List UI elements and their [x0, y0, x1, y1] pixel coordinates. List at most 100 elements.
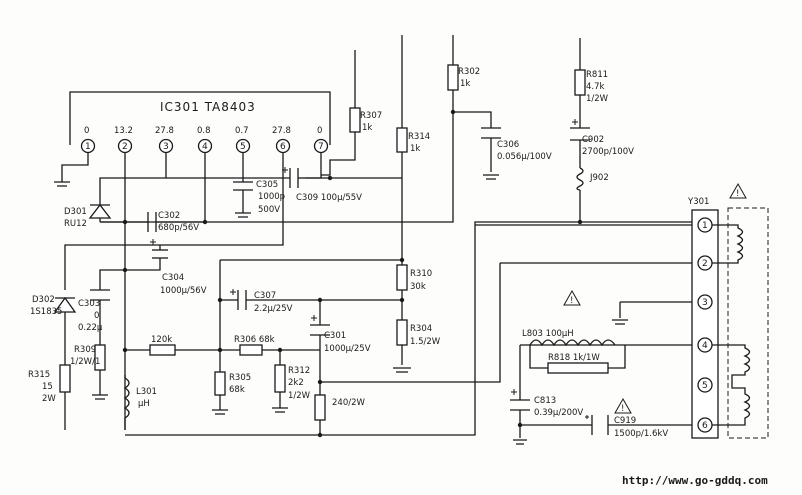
label-c302-name: C302 [158, 211, 180, 221]
warning-icon [729, 182, 747, 199]
y301-pin-4-num: 4 [702, 341, 708, 351]
label-r305-name: R305 [229, 373, 251, 383]
label-d302-val: 1S1835 [30, 307, 62, 317]
y301-pin-6-num: 6 [702, 421, 708, 431]
label-c813-val: 0.39μ/200V [534, 408, 583, 418]
y301-connector: 1 2 3 4 5 6 [691, 207, 769, 439]
label-d301-name: D301 [64, 207, 87, 217]
ground-c306 [483, 174, 499, 180]
resistor-r315 [59, 364, 71, 393]
label-j902: J902 [589, 173, 609, 183]
label-c305-val: 1000p [258, 192, 285, 202]
label-r312-pw: 1/2W [288, 391, 311, 401]
resistor-r304 [396, 319, 408, 346]
capacitor-c902 [570, 127, 590, 141]
label-r305-val: 68k [229, 385, 245, 395]
ground-r305 [212, 409, 228, 415]
capacitor-c813 [510, 399, 530, 411]
jumper-j902 [576, 167, 584, 191]
label-c303-name: C303 [78, 299, 100, 309]
wires [61, 35, 701, 438]
ic301-title: IC301 TA8403 [160, 100, 256, 114]
label-l301-val: μH [138, 399, 150, 409]
label-r312-val: 2k2 [288, 378, 304, 388]
label-c919-val: 1500p/1.6kV [614, 429, 668, 439]
warning-text-3: ! [621, 404, 624, 414]
label-c309: C309 100μ/55V [296, 193, 362, 203]
ic-voltage-4: 0.8 [197, 126, 211, 136]
label-c303-val: 0.22μ [78, 323, 103, 333]
resistor-r312 [274, 364, 286, 393]
diode-d302 [53, 296, 77, 313]
resistor-r306 [239, 344, 263, 356]
capacitor-c306 [481, 127, 501, 139]
capacitor-c305 [233, 181, 253, 191]
source-url: http://www.go-gddq.com [622, 474, 768, 487]
ic-pin-3-num: 3 [163, 142, 169, 152]
components [53, 64, 616, 435]
label-r312-name: R312 [288, 366, 310, 376]
label-r314-val: 1k [410, 144, 420, 154]
capacitor-c919 [591, 415, 609, 435]
label-l301-name: L301 [136, 387, 157, 397]
label-r302-val: 1k [460, 79, 470, 89]
label-c304-name: C304 [162, 273, 184, 283]
label-c902-val: 2700p/100V [582, 147, 634, 157]
resistor-r305 [214, 371, 226, 396]
warning-text-1: ! [736, 189, 739, 199]
resistor-r818 [547, 362, 609, 374]
label-c302-val: 680p/56V [158, 223, 199, 233]
ic301: IC301 TA8403 1 2 3 4 5 6 7 0 13.2 27.8 0… [69, 91, 331, 154]
label-r811-pw: 1/2W [586, 94, 609, 104]
resistor-240 [314, 394, 326, 421]
resistor-r310 [396, 264, 408, 291]
grounds [54, 174, 628, 445]
ic-voltage-5: 0.7 [235, 126, 249, 136]
ground-r309 [92, 394, 108, 400]
ic-pin-4-num: 4 [202, 142, 208, 152]
y301-pin-2-num: 2 [702, 259, 708, 269]
y301-pin-3-num: 3 [702, 298, 708, 308]
capacitor-c307 [237, 290, 247, 310]
label-y301: Y301 [687, 197, 709, 207]
ic-pin-6-num: 6 [280, 142, 286, 152]
label-c304-val: 1000μ/56V [160, 286, 207, 296]
yoke-coil-top [712, 224, 744, 264]
label-r304-name: R304 [410, 324, 432, 334]
label-r315-pw: 2W [42, 394, 56, 404]
label-c301-val: 1000μ/25V [324, 344, 371, 354]
label-r304-val: 1.5/2W [410, 337, 441, 347]
ic-voltage-6: 27.8 [272, 126, 291, 136]
warning-icon [614, 397, 632, 414]
label-d301-val: RU12 [64, 219, 87, 229]
label-c306-name: C306 [497, 140, 519, 150]
ic-pin-5-num: 5 [240, 142, 246, 152]
label-c301-name: C301 [324, 331, 346, 341]
label-c307-val: 2.2μ/25V [254, 304, 293, 314]
label-r302-name: R302 [458, 67, 480, 77]
label-r310-name: R310 [410, 269, 432, 279]
label-r240: 240/2W [332, 398, 365, 408]
warning-icon [563, 289, 581, 306]
label-r306: R306 68k [234, 335, 275, 345]
label-r309-val: 1/2W/1 [70, 357, 100, 367]
label-l803: L803 100μH [522, 329, 574, 339]
component-labels: R307 1k R302 1k R314 1k R811 4.7k 1/2W C… [28, 67, 709, 439]
label-c305-v: 500V [258, 205, 280, 215]
ground-c305 [235, 212, 251, 218]
inductor-l803 [529, 339, 616, 347]
ic301-body [69, 91, 331, 145]
label-c902-name: C902 [582, 135, 604, 145]
label-c303-v: 0 [94, 311, 99, 321]
label-r811-val: 4.7k [586, 82, 605, 92]
capacitor-c301 [310, 324, 330, 336]
capacitor-c303 [90, 289, 110, 301]
label-r811-name: R811 [586, 70, 608, 80]
label-r120k: 120k [151, 335, 172, 345]
ground-r312 [272, 407, 288, 413]
yoke-dashed-box [727, 207, 769, 439]
resistor-r309 [94, 344, 106, 371]
ic-voltage-3: 27.8 [155, 126, 174, 136]
ground-pin1 [54, 181, 70, 187]
